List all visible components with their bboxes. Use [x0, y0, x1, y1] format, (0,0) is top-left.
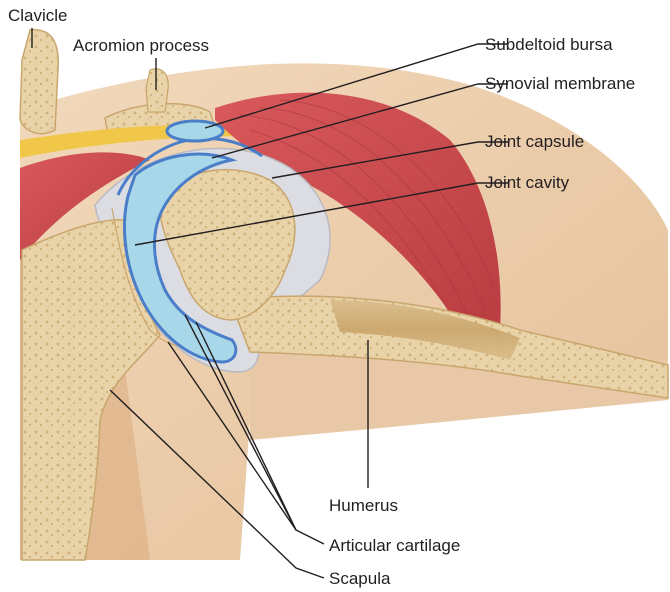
clavicle-bone [20, 30, 58, 134]
label-acromion-process: Acromion process [73, 36, 209, 56]
label-synovial-membrane: Synovial membrane [485, 74, 635, 94]
acromion-tip [146, 69, 168, 112]
label-joint-capsule: Joint capsule [485, 132, 584, 152]
label-subdeltoid-bursa: Subdeltoid bursa [485, 35, 613, 55]
label-humerus: Humerus [329, 496, 398, 516]
label-clavicle: Clavicle [8, 6, 68, 26]
subdeltoid-bursa [167, 121, 223, 141]
label-articular-cartilage: Articular cartilage [329, 536, 460, 556]
label-scapula: Scapula [329, 569, 390, 589]
label-joint-cavity: Joint cavity [485, 173, 569, 193]
